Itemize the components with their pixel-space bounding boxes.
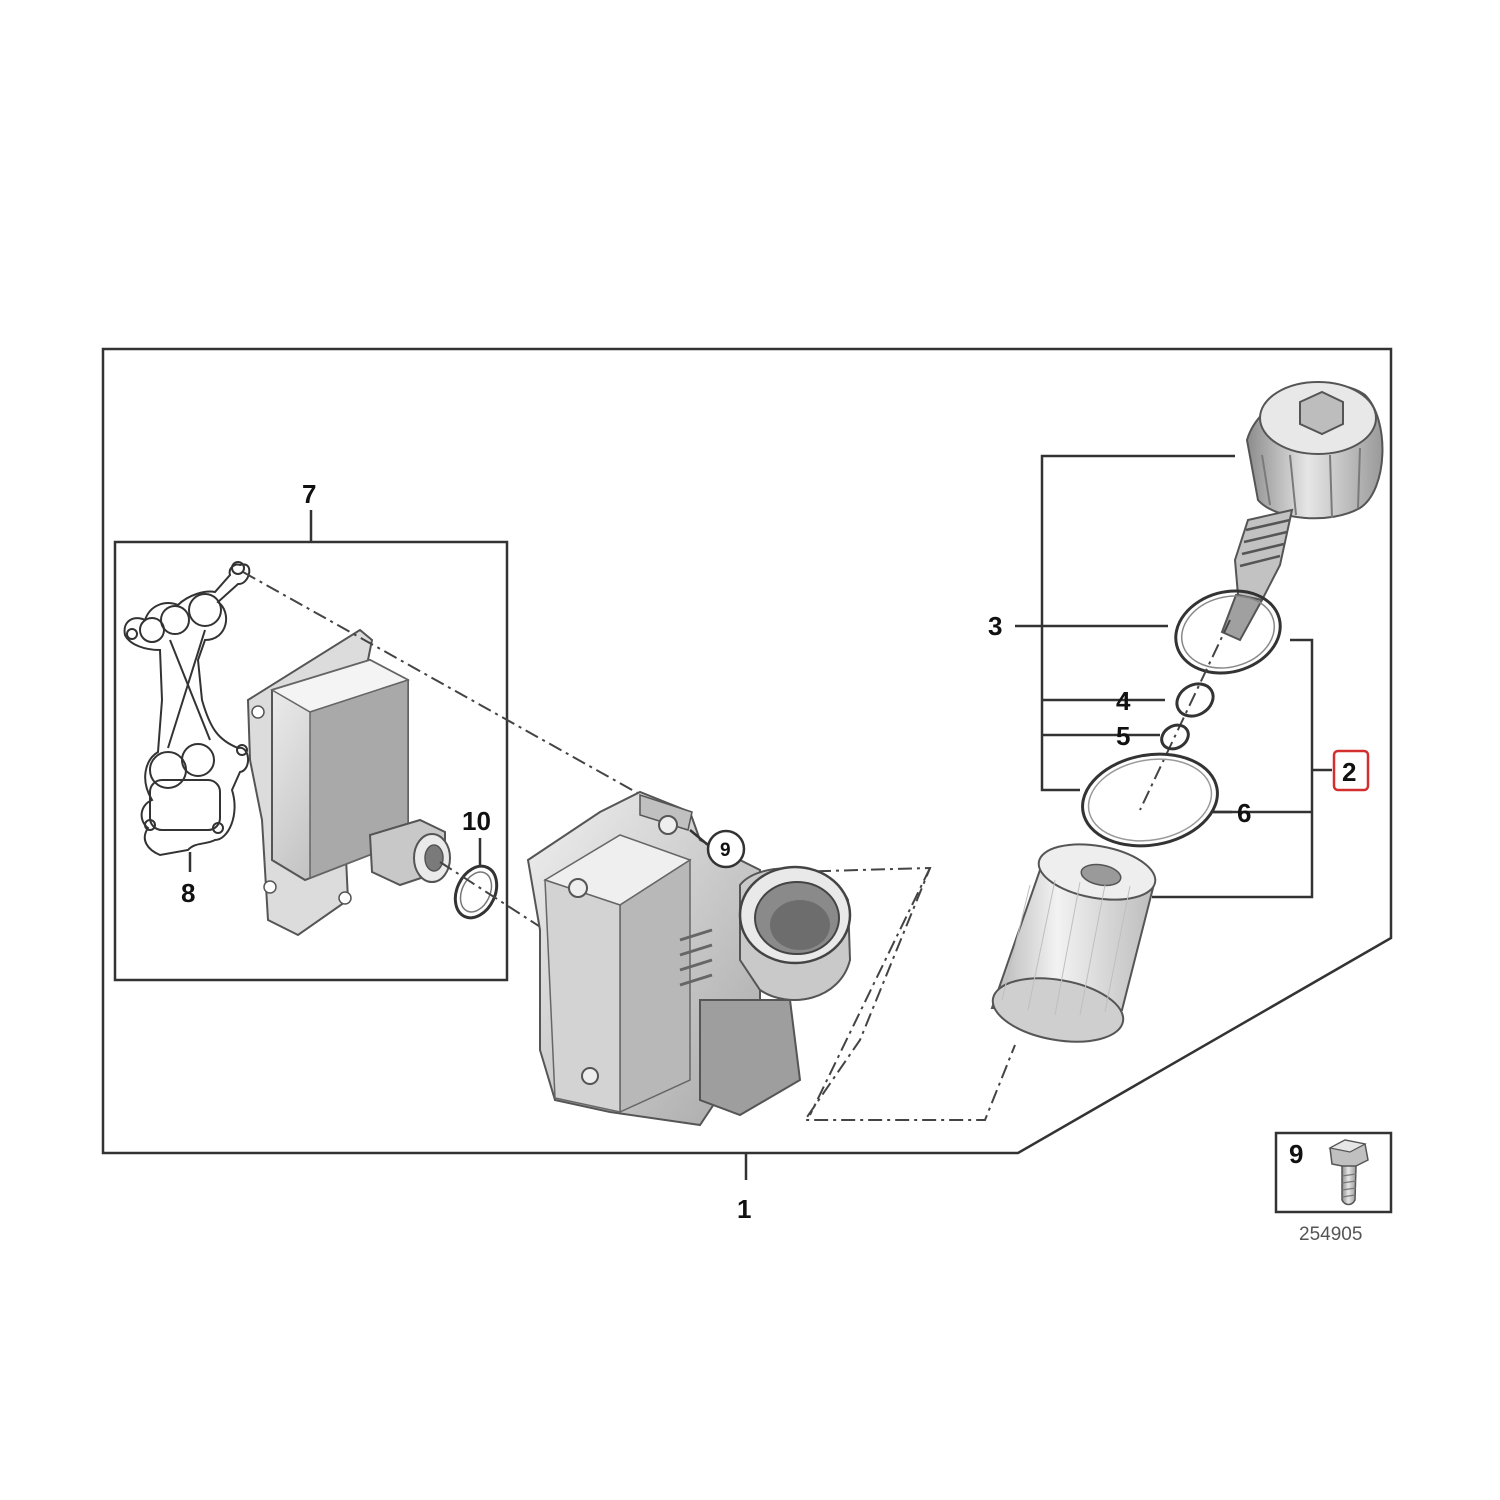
kit-bracket-left: [1040, 454, 1235, 792]
callout-9: 9: [720, 840, 731, 861]
leader-9: [689, 829, 709, 846]
assembly-frame: [101, 347, 1393, 1155]
callout-8: 8: [181, 878, 195, 908]
alignment-line-oring: [439, 861, 546, 931]
o-ring-3: [1174, 589, 1282, 675]
oil-filter-cap: [1220, 381, 1384, 642]
callout-2: 2: [1342, 757, 1356, 787]
callout-9-circle: [706, 829, 746, 869]
o-ring-5: [1160, 723, 1190, 751]
callout-4: 4: [1116, 686, 1131, 716]
callout-5: 5: [1116, 721, 1130, 751]
inset-callout-9: 9: [1289, 1139, 1303, 1169]
alignment-line-filter: [789, 866, 1016, 1121]
o-ring-6: [1081, 752, 1219, 848]
oil-cooler-gasket: [123, 561, 251, 857]
catalog-number: 254905: [1299, 1224, 1362, 1245]
callout-3: 3: [988, 611, 1002, 641]
oil-filter-element: [990, 843, 1157, 1043]
callout-1: 1: [737, 1194, 751, 1224]
callout-10: 10: [462, 806, 491, 836]
callout-2-highlight[interactable]: [1332, 749, 1370, 792]
oil-filter-housing: [526, 790, 852, 1127]
kit-bracket-right: [1152, 638, 1314, 899]
bolt-inset-frame: [1274, 1131, 1393, 1214]
callout-7: 7: [302, 479, 316, 509]
callout-6: 6: [1237, 798, 1251, 828]
oil-cooler: [246, 628, 451, 937]
o-ring-10: [453, 864, 499, 920]
bolt-icon: [1328, 1139, 1369, 1206]
alignment-line-gasket: [242, 571, 651, 801]
o-ring-4: [1175, 682, 1215, 718]
